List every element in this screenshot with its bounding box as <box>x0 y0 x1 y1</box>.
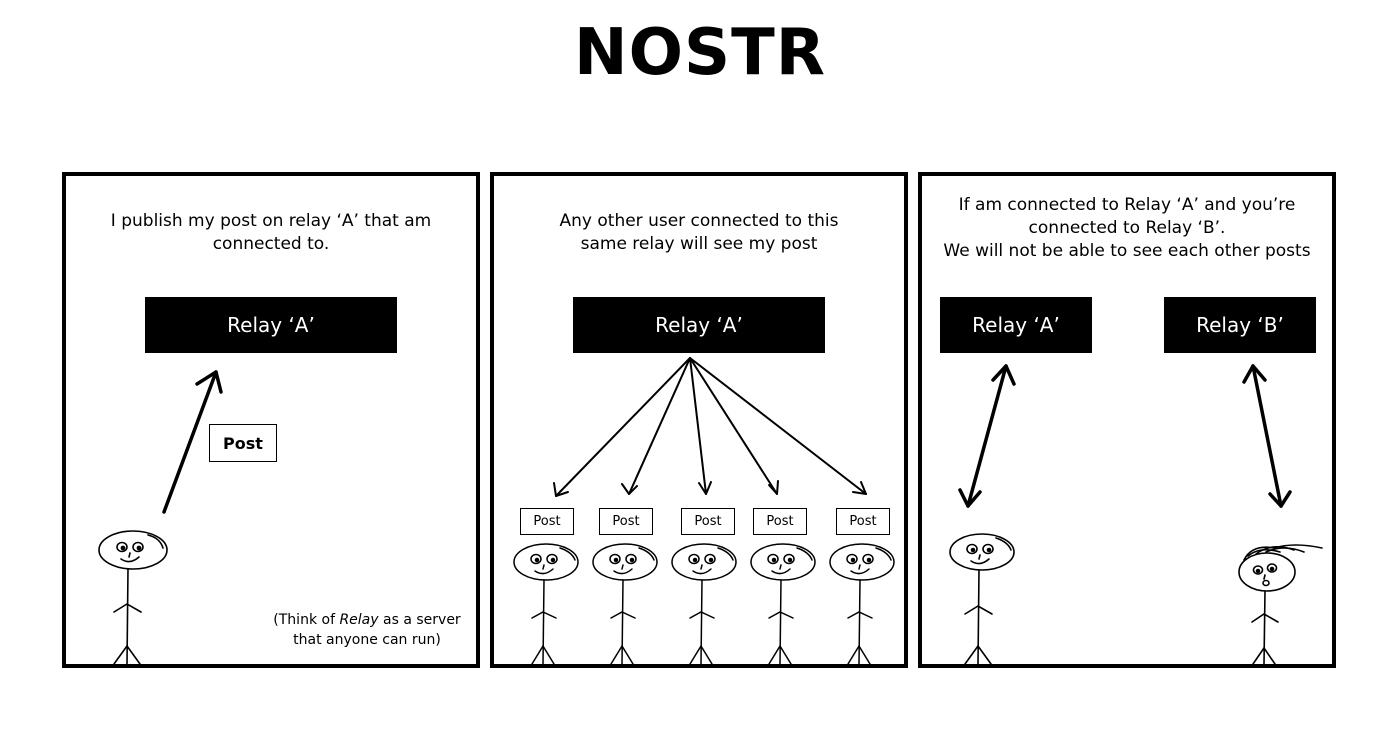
relay-a-box: Relay ‘A’ <box>145 297 397 353</box>
arrow-head-icon <box>1268 490 1292 508</box>
caption-line: Any other user connected to this <box>559 211 839 231</box>
arrow-head-icon <box>991 364 1016 386</box>
post-box: Post <box>520 508 574 535</box>
arrow-head-icon <box>698 481 712 495</box>
panel-drawing <box>949 364 1323 665</box>
post-box: Post <box>599 508 653 535</box>
relay-emphasis: Relay <box>339 612 379 628</box>
stick-figure <box>592 543 658 665</box>
caption-line: I publish my post on relay ‘A’ that am <box>110 211 432 231</box>
panel-caption: Any other user connected to this same re… <box>494 210 904 256</box>
stick-figure <box>671 543 737 665</box>
relay-a-box: Relay ‘A’ <box>573 297 825 353</box>
arrow-to-user-5 <box>689 357 867 495</box>
relay-a-box: Relay ‘A’ <box>940 297 1092 353</box>
arrow-head-icon <box>958 488 982 508</box>
arrow-head-icon <box>621 483 638 495</box>
publish-arrow <box>162 370 218 514</box>
caption-line: connected to Relay ‘B’. <box>1028 218 1226 238</box>
page-title: NOSTR <box>574 16 826 90</box>
relay-b-box: Relay ‘B’ <box>1164 297 1316 353</box>
comic-panel-publish: I publish my post on relay ‘A’ that am c… <box>62 172 480 668</box>
comic-panel-separate-relays: If am connected to Relay ‘A’ and you’re … <box>918 172 1336 668</box>
relay-explanation-note: (Think of Relay as a server that anyone … <box>273 612 461 648</box>
caption-line: If am connected to Relay ‘A’ and you’re <box>958 195 1296 215</box>
caption-line: connected to. <box>212 234 330 254</box>
comic-panel-broadcast: Any other user connected to this same re… <box>490 172 908 668</box>
stick-figure-you <box>1238 544 1323 665</box>
arrow-head-icon <box>768 480 779 495</box>
arrow-to-user-3 <box>689 357 707 495</box>
arrow-to-user-2 <box>628 357 691 495</box>
panel-caption: If am connected to Relay ‘A’ and you’re … <box>922 194 1332 263</box>
post-box: Post <box>681 508 735 535</box>
stick-figure <box>98 530 168 665</box>
post-box: Post <box>209 424 277 462</box>
post-box: Post <box>753 508 807 535</box>
arrow-head-icon <box>553 482 569 497</box>
bidirectional-arrow-b <box>1251 364 1283 508</box>
arrow-to-user-1 <box>555 357 691 497</box>
post-box: Post <box>836 508 890 535</box>
panel-drawing <box>98 370 223 665</box>
arrow-head-icon <box>195 370 223 394</box>
stick-figure-me <box>949 533 1015 665</box>
arrow-to-user-4 <box>689 357 778 495</box>
bidirectional-arrow-a <box>966 364 1008 508</box>
arrow-head-icon <box>852 481 867 495</box>
stick-figure <box>513 543 579 665</box>
broadcast-arrows <box>513 357 895 665</box>
panel-caption: I publish my post on relay ‘A’ that am c… <box>66 210 476 256</box>
caption-line: We will not be able to see each other po… <box>943 241 1311 261</box>
stick-figure <box>750 543 816 665</box>
stick-figure <box>829 543 895 665</box>
caption-line: same relay will see my post <box>580 234 818 254</box>
arrow-head-icon <box>1242 364 1267 384</box>
